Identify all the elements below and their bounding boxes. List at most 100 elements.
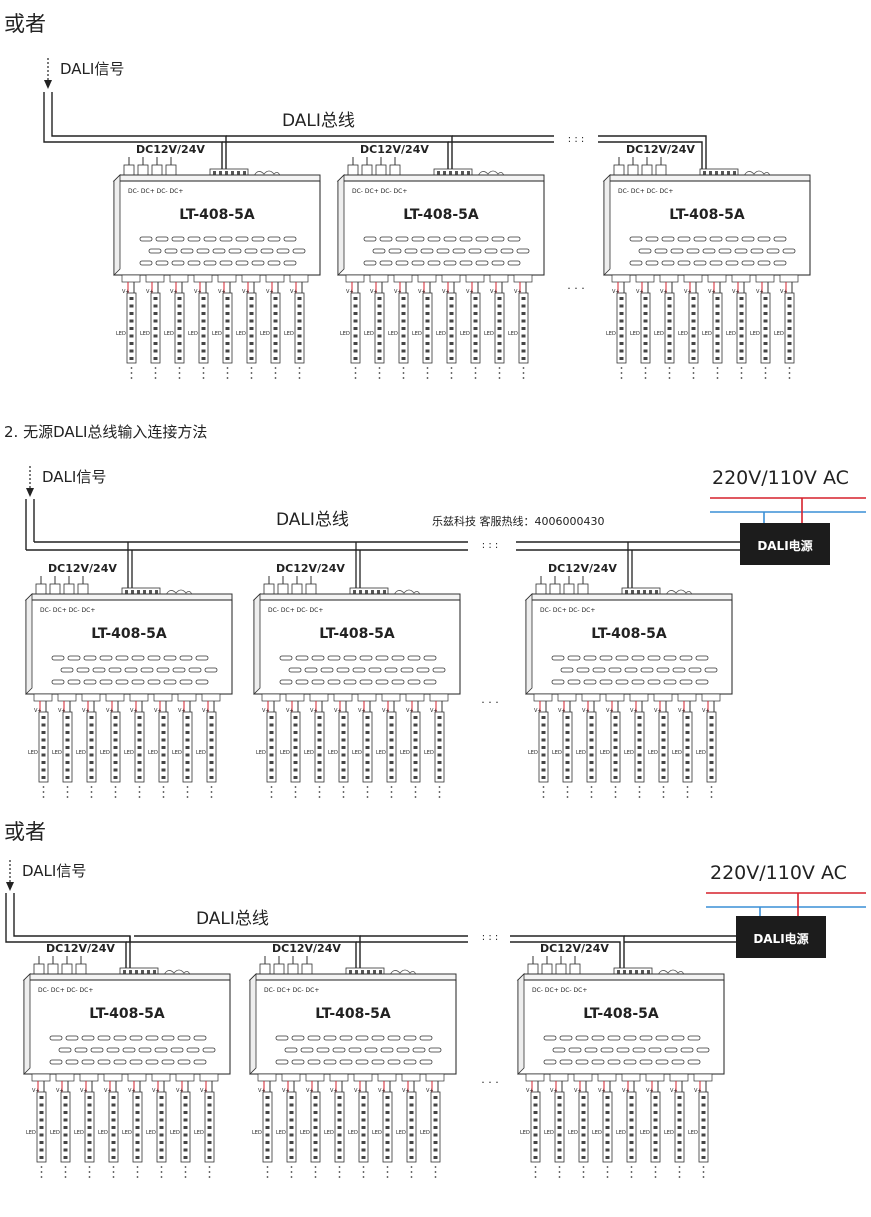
dali-pin: [367, 970, 370, 975]
led-chip: [183, 1096, 188, 1099]
led-chip: [135, 1148, 140, 1152]
vplus-label: V+: [80, 1088, 88, 1094]
module-model-label: LT-408-5A: [91, 626, 167, 642]
dc-terminal-labels: DC- DC+ DC- DC+: [352, 188, 407, 195]
led-chip: [409, 1126, 414, 1129]
led-chip: [691, 312, 696, 315]
vent-slot: [283, 236, 297, 242]
led-chip: [209, 738, 214, 742]
vent-slot: [551, 679, 565, 685]
led-chip: [137, 731, 142, 734]
led-chip: [715, 342, 720, 345]
led-chip: [389, 761, 394, 764]
led-label: LED: [300, 1130, 310, 1136]
continuation-dot: [630, 1171, 633, 1173]
dc-terminal-labels: DC- DC+ DC- DC+: [38, 987, 93, 994]
continuation-dot: [208, 1171, 211, 1173]
led-chip: [269, 776, 274, 779]
led-chip: [63, 1096, 68, 1099]
housing-side: [253, 593, 261, 695]
output-terminal: [345, 274, 365, 283]
led-chip: [365, 746, 370, 749]
led-chip: [565, 761, 570, 764]
led-chip: [337, 1096, 342, 1099]
led-chip: [185, 746, 190, 749]
dali-pin: [355, 970, 358, 975]
led-chip: [273, 357, 278, 360]
vent-slot: [179, 679, 193, 685]
vent-slot: [436, 248, 450, 254]
led-chip: [715, 319, 720, 323]
output-terminal: [677, 693, 697, 702]
dc-terminal-labels: DC- DC+ DC- DC+: [540, 607, 595, 614]
led-chip: [541, 738, 546, 742]
dali-pin: [123, 970, 126, 975]
led-chip: [177, 304, 182, 308]
vent-slot: [291, 1059, 305, 1065]
led-chip: [653, 1156, 658, 1159]
continuation-dot: [450, 377, 453, 379]
vent-slot: [615, 679, 629, 685]
led-chip: [129, 319, 134, 323]
led-chip: [135, 1096, 140, 1099]
vent-slot: [97, 1059, 111, 1065]
led-chip: [643, 304, 648, 308]
led-chip: [541, 761, 546, 764]
led-chip: [265, 1126, 270, 1129]
led-chip: [653, 1111, 658, 1114]
section1-signal: DALI信号: [44, 58, 124, 89]
led-chip: [437, 746, 442, 749]
continuation-dot: [362, 1171, 365, 1173]
led-chip: [313, 1141, 318, 1144]
led-chip: [739, 319, 744, 323]
led-chip: [41, 776, 46, 779]
led-chip: [273, 327, 278, 330]
led-chip: [715, 334, 720, 338]
led-chip: [643, 334, 648, 338]
vent-slot: [616, 1047, 630, 1053]
continuation-dot: [702, 1176, 705, 1178]
dali-pin: [155, 590, 158, 595]
led-chip: [89, 723, 94, 727]
led-chip: [161, 746, 166, 749]
led-chip: [365, 768, 370, 772]
led-chip: [41, 746, 46, 749]
led-chip: [677, 1118, 682, 1122]
led-chip: [353, 297, 358, 300]
section2-bus-label: DALI总线: [276, 510, 349, 530]
output-terminal: [425, 1073, 445, 1082]
led-chip: [159, 1156, 164, 1159]
led-chip: [129, 342, 134, 345]
led-chip: [65, 761, 70, 764]
output-terminal: [309, 693, 329, 702]
led-chip: [653, 1133, 658, 1137]
led-chip: [533, 1126, 538, 1129]
led-chip: [341, 738, 346, 742]
output-terminal: [693, 1073, 713, 1082]
led-chip: [709, 731, 714, 734]
dali-pin: [455, 171, 458, 176]
vent-slot: [592, 667, 606, 673]
led-chip: [409, 1133, 414, 1137]
module-housing: [25, 599, 233, 695]
led-chip: [153, 349, 158, 353]
led-chip: [581, 1156, 586, 1159]
continuation-dot: [378, 377, 381, 379]
led-chip: [161, 716, 166, 719]
continuation-dot: [710, 786, 713, 788]
continuation-dot: [274, 372, 277, 374]
led-chip: [365, 731, 370, 734]
led-chip: [209, 731, 214, 734]
led-chip: [643, 349, 648, 353]
dali-pin: [649, 590, 652, 595]
continuation-dot: [692, 377, 695, 379]
led-chip: [159, 1111, 164, 1114]
led-label: LED: [348, 1130, 358, 1136]
led-chip: [185, 716, 190, 719]
led-chip: [269, 738, 274, 742]
led-chip: [269, 768, 274, 772]
dali-pin: [353, 590, 356, 595]
led-chip: [473, 349, 478, 353]
led-chip: [401, 312, 406, 315]
